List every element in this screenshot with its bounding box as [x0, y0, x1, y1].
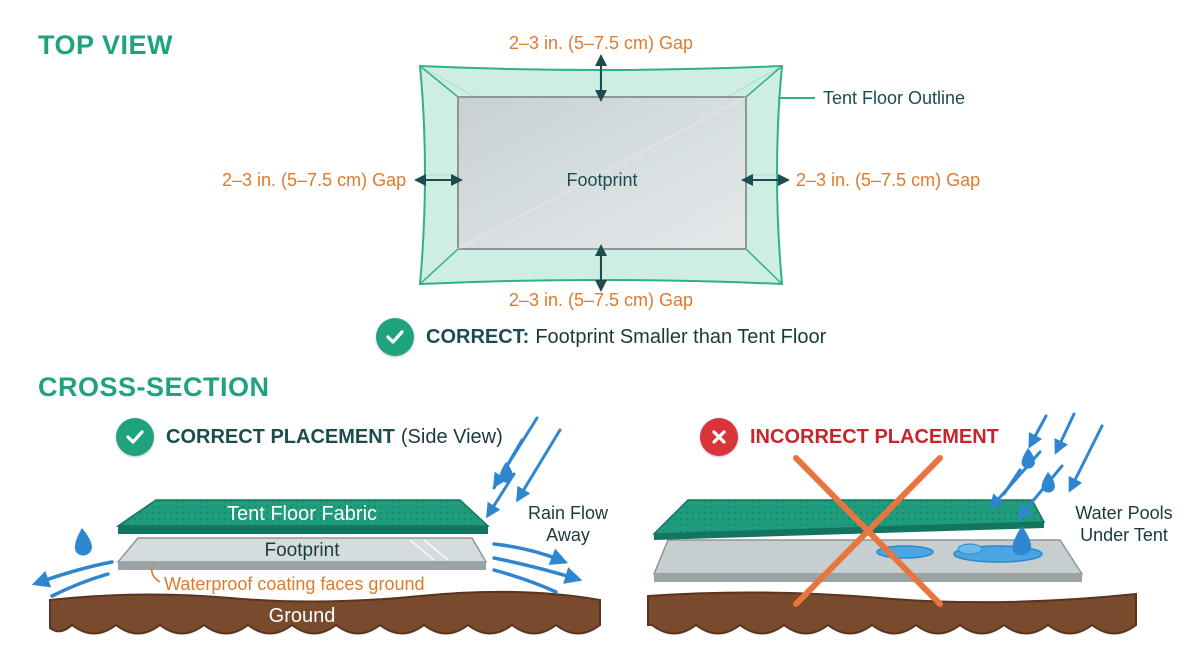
coating-leader-line — [150, 565, 161, 583]
tent-floor-outline-label: Tent Floor Outline — [823, 88, 966, 108]
footprint-layer-incorrect — [652, 539, 1084, 582]
check-icon — [116, 418, 154, 456]
cross-section-title: CROSS-SECTION — [38, 372, 270, 402]
gap-label-top: 2–3 in. (5–7.5 cm) Gap — [508, 33, 694, 53]
rain-drop-correct — [499, 462, 513, 483]
waterproof-coating-label: Waterproof coating faces ground — [164, 574, 425, 594]
top-view-status: CORRECT: Footprint Smaller than Tent Flo… — [376, 318, 826, 356]
gap-label-right: 2–3 in. (5–7.5 cm) Gap — [796, 170, 981, 190]
runoff-arrows-right — [492, 542, 583, 594]
ground-incorrect — [647, 591, 1137, 635]
incorrect-cross-mark — [793, 455, 943, 607]
tent-floor-layer-incorrect — [652, 499, 1046, 540]
incorrect-placement-status: INCORRECT PLACEMENT — [700, 418, 999, 456]
gap-label-bottom: 2–3 in. (5–7.5 cm) Gap — [508, 290, 694, 310]
ground-label: Ground — [268, 605, 336, 627]
rain-drop-incorrect-1 — [1021, 448, 1035, 469]
ground-correct — [49, 590, 601, 635]
footprint-layer-correct — [116, 537, 488, 570]
rain-flow-line-2: Away — [546, 525, 590, 545]
top-view-title: TOP VIEW — [38, 30, 174, 60]
runoff-arrows-left — [31, 560, 114, 598]
x-icon — [700, 418, 738, 456]
water-pools-line-2: Under Tent — [1080, 525, 1168, 545]
check-icon — [376, 318, 414, 356]
incorrect-placement-strong: INCORRECT PLACEMENT — [750, 425, 999, 448]
water-pools-line-1: Water Pools — [1075, 503, 1173, 523]
correct-placement-strong: CORRECT PLACEMENT — [166, 425, 395, 448]
water-drop-incorrect — [1012, 526, 1032, 556]
water-pools-label: Water Pools Under Tent — [1075, 502, 1172, 546]
water-drop-left-correct — [74, 528, 92, 556]
rain-drop-incorrect-2 — [1041, 472, 1055, 493]
top-view-status-text: Footprint Smaller than Tent Floor — [535, 325, 827, 348]
tent-floor-layer-correct — [115, 499, 490, 534]
footprint-rectangle — [457, 96, 747, 250]
rain-arrows-incorrect — [989, 412, 1104, 520]
footprint-label-cross: Footprint — [264, 540, 340, 561]
gap-label-left: 2–3 in. (5–7.5 cm) Gap — [222, 170, 407, 190]
tent-floor-fabric-label: Tent Floor Fabric — [226, 503, 378, 525]
correct-placement-status: CORRECT PLACEMENT (Side View) — [116, 418, 503, 456]
rain-flow-line-1: Rain Flow — [527, 503, 609, 523]
correct-placement-text: (Side View) — [400, 425, 503, 448]
footprint-label-top: Footprint — [566, 170, 638, 190]
top-view-status-strong: CORRECT: — [426, 325, 530, 348]
rain-flow-label: Rain Flow Away — [528, 502, 608, 546]
